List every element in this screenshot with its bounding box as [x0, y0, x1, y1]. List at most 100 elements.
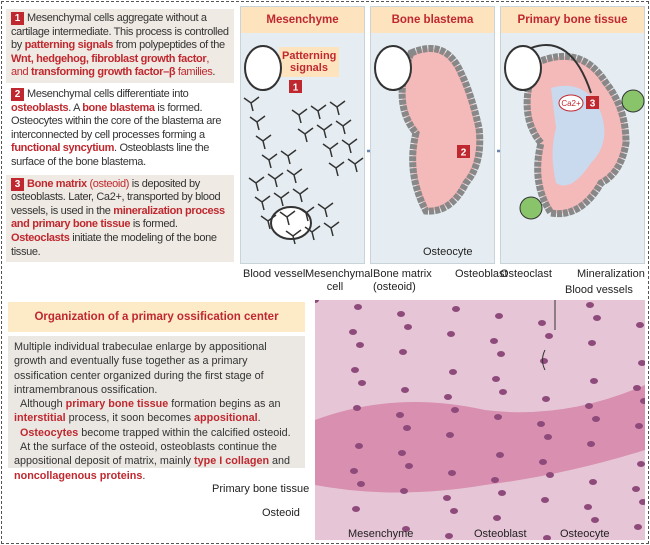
text-run: .	[257, 412, 261, 425]
cell-nucleus	[358, 380, 366, 386]
cell-nucleus	[632, 486, 640, 492]
label-bone-matrix: Bone matrix (osteoid)	[373, 268, 432, 293]
cell-nucleus	[403, 425, 411, 431]
cell-nucleus	[499, 389, 507, 395]
badge-3: 3	[590, 99, 596, 110]
cell-nucleus	[351, 367, 359, 373]
cell-nucleus	[450, 508, 458, 514]
cell-nucleus	[356, 342, 364, 348]
text-run: type I collagen	[194, 455, 270, 468]
panel-title: Bone blastema	[371, 7, 494, 33]
cell-nucleus	[398, 450, 406, 456]
text-run: is formed.	[130, 218, 178, 231]
text-run: mineralization process and primary bone …	[11, 204, 225, 231]
step-number-badge: 1	[11, 12, 24, 25]
cell-nucleus	[490, 338, 498, 344]
cell-nucleus	[447, 331, 455, 337]
cell-nucleus	[590, 378, 598, 384]
cell-nucleus	[541, 497, 549, 503]
micrograph-image	[315, 300, 645, 540]
cell-nucleus	[634, 524, 642, 530]
text-run: Although	[14, 398, 66, 411]
cell-nucleus	[452, 306, 460, 312]
cell-nucleus	[546, 472, 554, 478]
cell-nucleus	[497, 351, 505, 357]
cell-nucleus	[350, 468, 358, 474]
cell-nucleus	[538, 320, 546, 326]
cell-nucleus	[540, 358, 548, 364]
label-mineralization: Mineralization	[577, 268, 645, 280]
mesenchymal-cell	[329, 100, 346, 116]
mesenchymal-cell	[279, 210, 296, 226]
cell-nucleus	[405, 463, 413, 469]
cell-nucleus	[588, 340, 596, 346]
text-run: become trapped within the calcified oste…	[78, 426, 291, 439]
mesenchyme-drawing: 1	[243, 45, 364, 245]
mesenchymal-cell	[297, 127, 314, 143]
cell-nucleus	[498, 490, 506, 496]
text-run: Multiple individual trabeculae enlarge b…	[14, 341, 267, 396]
cell-nucleus	[445, 533, 453, 539]
label-mesenchyme: Mesenchyme	[348, 528, 414, 540]
text-run: , and	[11, 52, 210, 79]
badge-2: 2	[461, 148, 467, 159]
mesenchymal-cell	[298, 206, 315, 222]
cell-nucleus	[640, 398, 645, 404]
label-osteoblast: Osteoblast	[455, 268, 508, 280]
text-run: bone blastema	[82, 101, 155, 114]
label-osteocyte-micro: Osteocyte	[560, 528, 610, 540]
mesenchymal-cell	[249, 115, 266, 131]
panel-mesenchyme: Mesenchyme Patterning signals 1	[240, 6, 365, 264]
panel-bone-blastema: Bone blastema 2	[370, 6, 495, 264]
cell-nucleus	[584, 504, 592, 510]
cell-nucleus	[636, 322, 644, 328]
mesenchymal-cell	[323, 221, 340, 237]
panel-title: Primary bone tissue	[501, 7, 644, 33]
mesenchymal-cell	[341, 138, 358, 154]
text-run: is deposited by osteoblasts. Later, Ca2+…	[11, 177, 221, 217]
cell-nucleus	[449, 369, 457, 375]
mesenchymal-cell	[260, 214, 277, 230]
label-osteoclast: Osteoclast	[500, 268, 552, 280]
text-run: and	[269, 455, 291, 468]
cell-nucleus	[349, 329, 357, 335]
text-run: Osteoclasts	[11, 231, 70, 244]
cell-nucleus	[354, 304, 362, 310]
mesenchymal-cell	[286, 168, 303, 184]
text-run: is formed. Osteocytes within the core of…	[11, 101, 222, 141]
step-number-badge: 3	[11, 177, 24, 191]
text-run: noncollagenous proteins	[14, 469, 143, 482]
text-run: (osteoid)	[86, 177, 130, 190]
cell-nucleus	[396, 412, 404, 418]
cell-nucleus	[402, 526, 410, 532]
blastema-drawing: 2	[374, 45, 484, 215]
mesenchymal-cell	[248, 176, 265, 192]
cell-nucleus	[543, 535, 551, 540]
text-run: formation begins as an	[168, 398, 281, 411]
cell-nucleus	[545, 333, 553, 339]
cell-nucleus	[492, 376, 500, 382]
mesenchymal-cell	[328, 161, 345, 177]
organization-title: Organization of a primary ossification c…	[8, 302, 305, 332]
mesenchymal-cell	[347, 157, 364, 173]
text-run: from polypeptides of the	[113, 39, 225, 52]
cell-nucleus	[586, 302, 594, 308]
cell-nucleus	[544, 434, 552, 440]
cell-nucleus	[496, 452, 504, 458]
cell-nucleus	[353, 405, 361, 411]
mesenchymal-cell	[322, 142, 339, 158]
cell-nucleus	[491, 477, 499, 483]
cell-nucleus	[494, 414, 502, 420]
text-run: functional syncytium	[11, 142, 115, 155]
text-run: . A	[68, 101, 83, 114]
mesenchymal-cell	[317, 202, 334, 218]
cell-nucleus	[638, 360, 645, 366]
mesenchymal-cell	[255, 134, 272, 150]
text-run: interstitial	[14, 412, 66, 425]
cell-nucleus	[593, 315, 601, 321]
cell-nucleus	[635, 423, 643, 429]
text-run: patterning signals	[24, 39, 114, 52]
